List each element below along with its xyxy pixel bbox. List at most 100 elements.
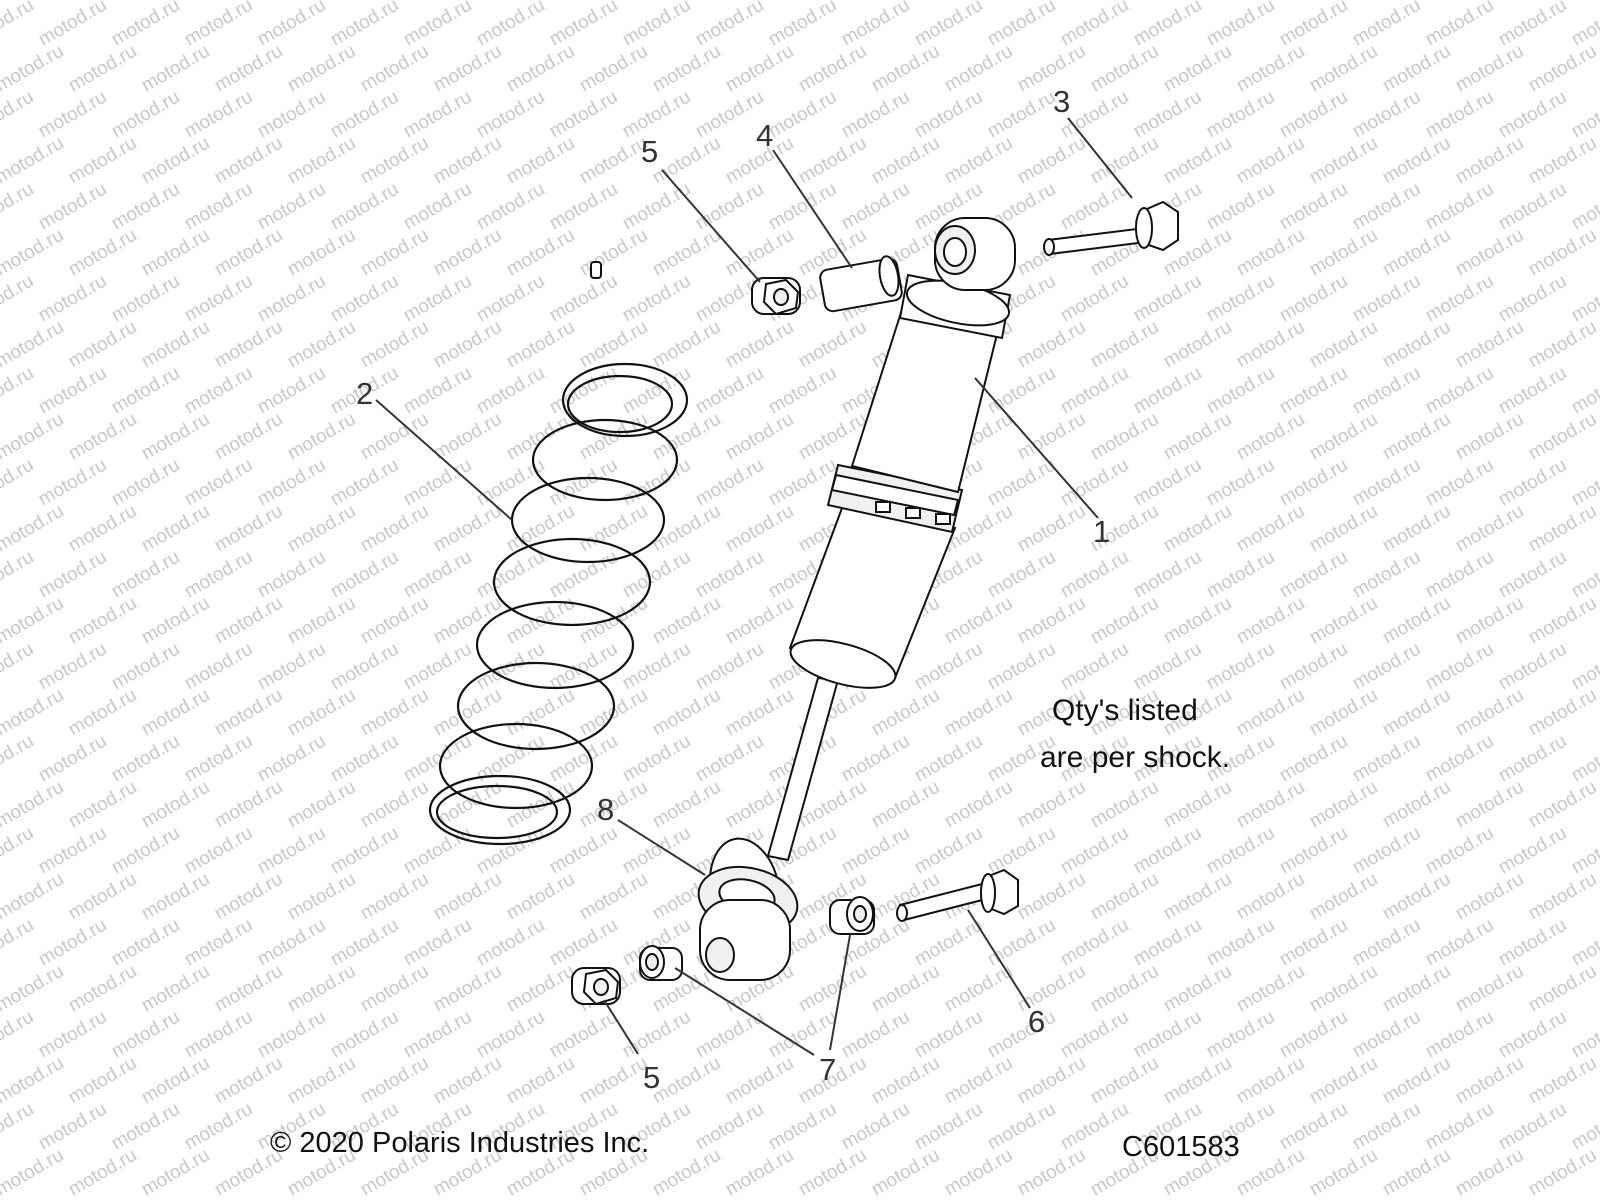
watermark-text: motod.ru	[576, 225, 651, 281]
watermark-text: motod.ru	[108, 271, 183, 327]
watermark-text: motod.ru	[400, 271, 475, 327]
watermark-text: motod.ru	[984, 1099, 1059, 1155]
watermark-text: motod.ru	[1525, 593, 1600, 649]
watermark-text: motod.ru	[1495, 1099, 1570, 1155]
watermark-text: motod.ru	[181, 1007, 256, 1063]
watermark-text: motod.ru	[619, 731, 694, 787]
watermark-text: motod.ru	[1525, 225, 1600, 281]
watermark-text: motod.ru	[211, 225, 286, 281]
watermark-text: motod.ru	[254, 915, 329, 971]
watermark-text: motod.ru	[1130, 271, 1205, 327]
watermark-text: motod.ru	[1014, 501, 1089, 557]
watermark-text: motod.ru	[1349, 1007, 1424, 1063]
watermark-text: motod.ru	[1495, 455, 1570, 511]
watermark-text: motod.ru	[692, 1099, 767, 1155]
watermark-text: motod.ru	[984, 363, 1059, 419]
watermark-text: motod.ru	[1057, 547, 1132, 603]
watermark-text: motod.ru	[1057, 271, 1132, 327]
watermark-text: motod.ru	[0, 731, 37, 787]
watermark-text: motod.ru	[619, 1007, 694, 1063]
watermark-text: motod.ru	[1306, 225, 1381, 281]
watermark-text: motod.ru	[503, 41, 578, 97]
flange-nut-lower	[571, 967, 621, 1006]
watermark-text: motod.ru	[1379, 41, 1454, 97]
watermark-text: motod.ru	[1203, 455, 1278, 511]
watermark-text: motod.ru	[1495, 179, 1570, 235]
watermark-text: motod.ru	[984, 639, 1059, 695]
watermark-text: motod.ru	[1452, 777, 1527, 833]
watermark-text: motod.ru	[138, 133, 213, 189]
watermark-text: motod.ru	[1568, 915, 1600, 971]
watermark-text: motod.ru	[503, 133, 578, 189]
watermark-text: motod.ru	[0, 133, 67, 189]
watermark-text: motod.ru	[65, 1145, 140, 1200]
watermark-text: motod.ru	[1057, 915, 1132, 971]
watermark-text: motod.ru	[254, 639, 329, 695]
watermark-text: motod.ru	[284, 1053, 359, 1109]
watermark-text: motod.ru	[138, 41, 213, 97]
watermark-text: motod.ru	[1306, 1053, 1381, 1109]
watermark-text: motod.ru	[357, 685, 432, 741]
watermark-text: motod.ru	[108, 363, 183, 419]
watermark-text: motod.ru	[1452, 961, 1527, 1017]
watermark-text: motod.ru	[1306, 317, 1381, 373]
watermark-text: motod.ru	[35, 271, 110, 327]
watermark-text: motod.ru	[1452, 685, 1527, 741]
watermark-text: motod.ru	[838, 1007, 913, 1063]
watermark-text: motod.ru	[1203, 363, 1278, 419]
watermark-text: motod.ru	[430, 1053, 505, 1109]
watermark-text: motod.ru	[1306, 409, 1381, 465]
watermark-text: motod.ru	[1495, 87, 1570, 143]
watermark-text: motod.ru	[0, 869, 67, 925]
watermark-text: motod.ru	[765, 179, 840, 235]
watermark-text: motod.ru	[722, 1145, 797, 1200]
watermark-text: motod.ru	[327, 915, 402, 971]
watermark-text: motod.ru	[911, 639, 986, 695]
watermark-text: motod.ru	[0, 777, 67, 833]
watermark-text: motod.ru	[911, 1099, 986, 1155]
watermark-text: motod.ru	[1495, 547, 1570, 603]
watermark-text: motod.ru	[576, 869, 651, 925]
watermark-text: motod.ru	[838, 823, 913, 879]
watermark-text: motod.ru	[1379, 593, 1454, 649]
watermark-text: motod.ru	[503, 685, 578, 741]
watermark-text: motod.ru	[400, 547, 475, 603]
upper-bolt	[1043, 200, 1179, 256]
watermark-text: motod.ru	[430, 409, 505, 465]
watermark-text: motod.ru	[692, 0, 767, 50]
watermark-text: motod.ru	[211, 1053, 286, 1109]
watermark-text: motod.ru	[65, 409, 140, 465]
watermark-text: motod.ru	[868, 1053, 943, 1109]
watermark-text: motod.ru	[327, 179, 402, 235]
watermark-text: motod.ru	[1349, 639, 1424, 695]
watermark-text: motod.ru	[327, 823, 402, 879]
watermark-text: motod.ru	[211, 685, 286, 741]
watermark-text: motod.ru	[1276, 363, 1351, 419]
watermark-text: motod.ru	[941, 685, 1016, 741]
watermark-text: motod.ru	[941, 777, 1016, 833]
watermark-text: motod.ru	[1568, 455, 1600, 511]
watermark-text: motod.ru	[1160, 41, 1235, 97]
watermark-text: motod.ru	[357, 133, 432, 189]
watermark-text: motod.ru	[211, 41, 286, 97]
watermark-text: motod.ru	[1306, 133, 1381, 189]
watermark-text: motod.ru	[868, 685, 943, 741]
watermark-text: motod.ru	[65, 1053, 140, 1109]
flange-nut-upper	[751, 277, 801, 316]
watermark-text: motod.ru	[984, 915, 1059, 971]
watermark-text: motod.ru	[1130, 0, 1205, 50]
watermark-text: motod.ru	[108, 455, 183, 511]
watermark-text: motod.ru	[35, 1007, 110, 1063]
watermark-text: motod.ru	[1203, 547, 1278, 603]
watermark-text: motod.ru	[1379, 1145, 1454, 1200]
watermark-text: motod.ru	[35, 915, 110, 971]
watermark-text: motod.ru	[1130, 363, 1205, 419]
watermark-text: motod.ru	[1568, 547, 1600, 603]
watermark-text: motod.ru	[795, 317, 870, 373]
watermark-text: motod.ru	[35, 87, 110, 143]
watermark-text: motod.ru	[181, 823, 256, 879]
watermark-text: motod.ru	[0, 685, 67, 741]
watermark-text: motod.ru	[503, 225, 578, 281]
watermark-text: motod.ru	[911, 0, 986, 50]
